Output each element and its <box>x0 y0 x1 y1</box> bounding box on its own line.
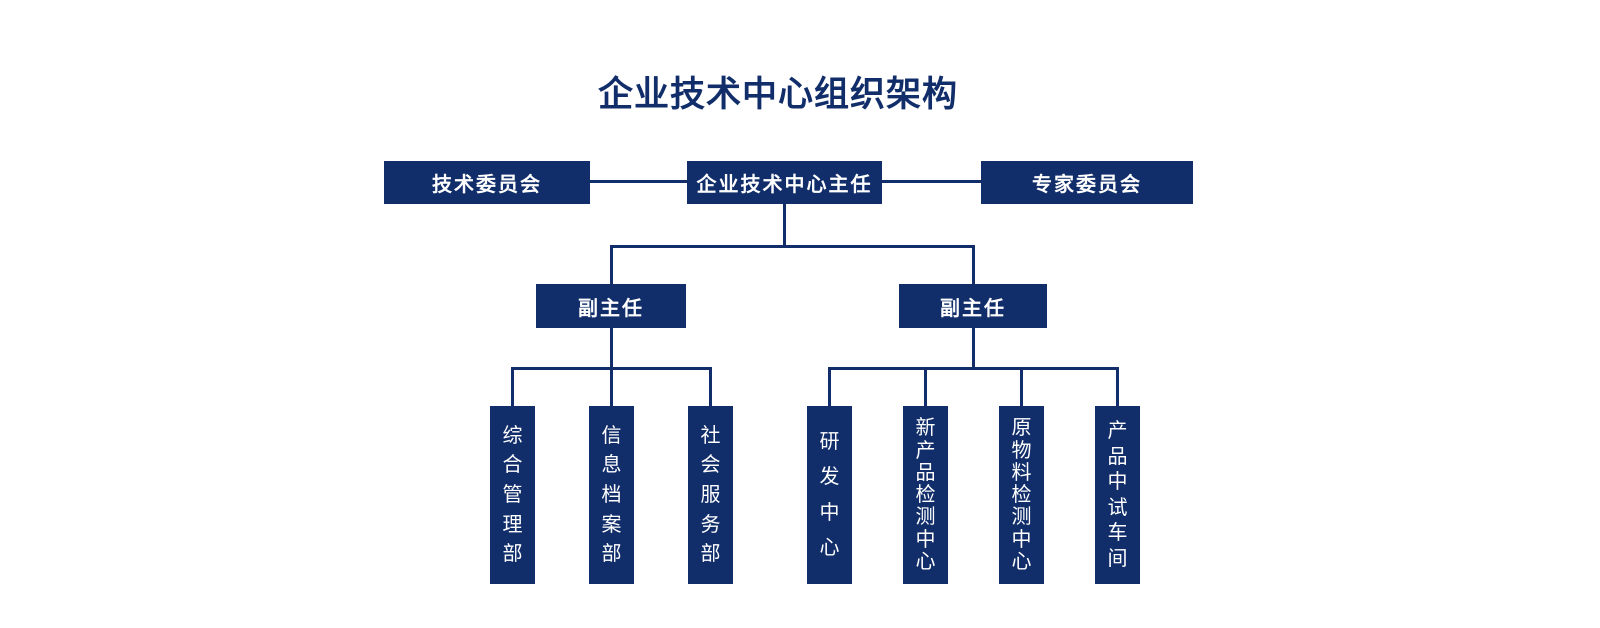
node-expert-committee: 专家委员会 <box>981 161 1193 204</box>
connector-drop-deputy-left <box>610 245 613 284</box>
node-deputy-right: 副主任 <box>899 284 1047 328</box>
connector-director-to-expert-committee <box>882 180 981 183</box>
node-deputy-left: 副主任 <box>536 284 686 328</box>
node-rd-center: 研发中心 <box>807 406 852 584</box>
connector-drop-dept-6 <box>1020 367 1023 406</box>
connector-drop-deputy-right <box>972 245 975 284</box>
connector-drop-dept-2 <box>610 367 613 406</box>
node-director: 企业技术中心主任 <box>687 161 882 204</box>
connector-right-departments-bus <box>828 367 1119 370</box>
connector-drop-dept-1 <box>511 367 514 406</box>
node-product-pilot-workshop: 产品中试车间 <box>1095 406 1140 584</box>
connector-drop-dept-7 <box>1116 367 1119 406</box>
connector-drop-dept-5 <box>924 367 927 406</box>
connector-deputy-right-stem <box>972 328 975 369</box>
node-tech-committee: 技术委员会 <box>384 161 590 204</box>
connector-director-to-tech-committee <box>590 180 687 183</box>
node-general-management-dept: 综合管理部 <box>490 406 535 584</box>
node-information-archives-dept: 信息档案部 <box>589 406 634 584</box>
connector-drop-dept-3 <box>709 367 712 406</box>
connector-deputy-bus <box>610 245 975 248</box>
connector-drop-dept-4 <box>828 367 831 406</box>
node-raw-material-testing-center: 原物料检测中心 <box>999 406 1044 584</box>
node-new-product-testing-center: 新产品检测中心 <box>903 406 948 584</box>
chart-title: 企业技术中心组织架构 <box>597 75 959 114</box>
connector-deputy-left-stem <box>610 328 613 369</box>
connector-director-stem <box>783 204 786 247</box>
node-social-service-dept: 社会服务部 <box>688 406 733 584</box>
